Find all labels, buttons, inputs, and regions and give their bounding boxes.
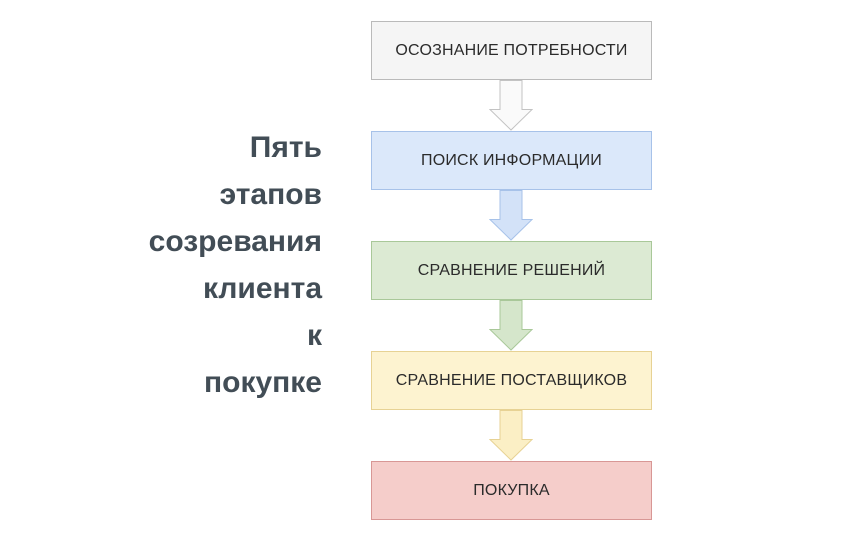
down-arrow-icon xyxy=(489,80,533,131)
title-line-3: созревания xyxy=(148,225,322,258)
stage-box-vendor-comparison: СРАВНЕНИЕ ПОСТАВЩИКОВ xyxy=(371,351,652,410)
title-line-4: клиента xyxy=(202,272,322,305)
down-arrow-icon xyxy=(489,300,533,351)
title-line-5: к xyxy=(306,319,322,352)
down-arrow-shape xyxy=(489,410,533,461)
stage-label: ПОИСК ИНФОРМАЦИИ xyxy=(421,151,602,169)
title-line-1: Пять xyxy=(249,131,322,164)
down-arrow-icon xyxy=(489,410,533,461)
stage-box-purchase: ПОКУПКА xyxy=(371,461,652,520)
stage-box-solution-comparison: СРАВНЕНИЕ РЕШЕНИЙ xyxy=(371,241,652,300)
down-arrow-shape xyxy=(489,80,533,131)
stage-box-need-awareness: ОСОЗНАНИЕ ПОТРЕБНОСТИ xyxy=(371,21,652,80)
title-line-2: этапов xyxy=(219,178,322,211)
stage-label: ОСОЗНАНИЕ ПОТРЕБНОСТИ xyxy=(395,41,628,59)
flowchart: ОСОЗНАНИЕ ПОТРЕБНОСТИ ПОИСК ИНФОРМАЦИИ С… xyxy=(371,21,652,520)
title-line-6: покупке xyxy=(204,366,322,399)
stage-label: ПОКУПКА xyxy=(473,481,550,499)
down-arrow-shape xyxy=(489,190,533,241)
down-arrow-icon xyxy=(489,190,533,241)
diagram-title: Пять этапов созревания клиента к покупке xyxy=(149,124,322,406)
stage-label: СРАВНЕНИЕ РЕШЕНИЙ xyxy=(417,261,606,279)
down-arrow-shape xyxy=(489,300,533,351)
stage-box-information-search: ПОИСК ИНФОРМАЦИИ xyxy=(371,131,652,190)
stage-label: СРАВНЕНИЕ ПОСТАВЩИКОВ xyxy=(395,371,628,389)
